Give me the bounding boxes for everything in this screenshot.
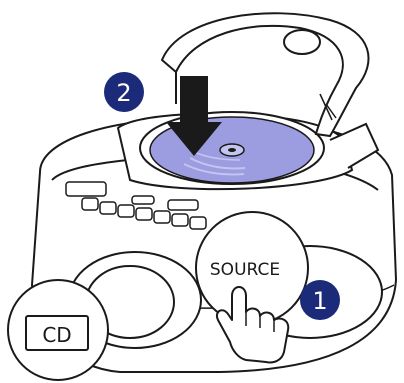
step-2-number: 2 xyxy=(116,79,131,107)
step-badge-2: 2 xyxy=(104,72,144,112)
panel-button xyxy=(167,199,199,211)
step-badge-1: 1 xyxy=(300,280,340,320)
panel-button xyxy=(153,210,171,224)
lid-latch xyxy=(283,29,321,55)
step-1-number: 1 xyxy=(312,287,327,315)
panel-button xyxy=(99,201,117,215)
cd-source-label: CD xyxy=(42,323,71,347)
panel-button xyxy=(135,207,153,221)
display-window xyxy=(65,181,107,197)
panel-button xyxy=(81,197,99,211)
control-panel xyxy=(65,181,207,230)
panel-button xyxy=(189,216,207,230)
cd-label-callout: CD xyxy=(7,279,109,381)
panel-button xyxy=(117,204,135,218)
source-button-label: SOURCE xyxy=(210,260,280,280)
panel-button xyxy=(171,213,189,227)
source-button-callout: SOURCE xyxy=(195,211,309,325)
pointing-hand-icon xyxy=(216,286,290,364)
arrow-down-icon xyxy=(166,76,222,156)
panel-button xyxy=(131,195,155,205)
